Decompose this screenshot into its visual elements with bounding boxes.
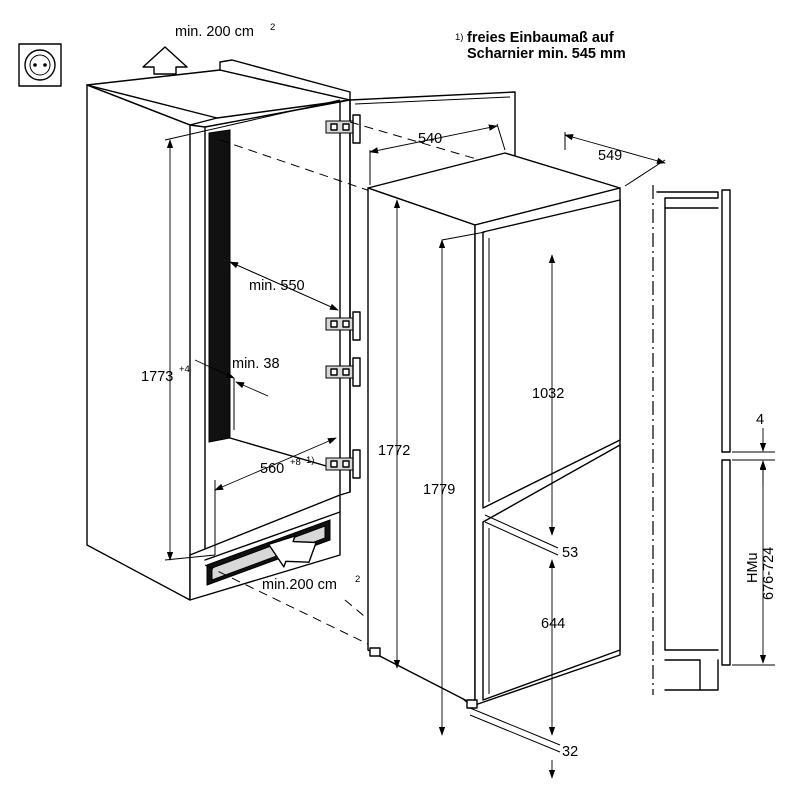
footnote-line-2: Scharnier min. 545 mm [467, 46, 626, 62]
power-socket-icon [18, 43, 62, 87]
appliance-depth-dimension-line [564, 134, 666, 164]
niche-width-note: 1) [306, 455, 314, 466]
bottom-ventilation-arrow-icon [267, 535, 317, 568]
bottom-ventilation-label: min.200 cm [262, 577, 337, 593]
niche-gap-arrow-left [194, 359, 235, 379]
fridge-appliance [367, 152, 621, 709]
hmu-label: HMu [745, 552, 761, 583]
hinge-mid-upper-icon [325, 311, 361, 341]
niche-width-label: 560 [260, 461, 284, 477]
footnote-marker: 1) [455, 32, 463, 43]
bottom-ventilation-exponent: 2 [355, 574, 360, 585]
hinge-top-icon [325, 114, 361, 144]
niche-width-dimension-line [214, 437, 337, 491]
appliance-body-height-label: 1772 [378, 443, 410, 459]
appliance-depth-label: 549 [598, 148, 622, 164]
appliance-width-label: 540 [418, 131, 442, 147]
appliance-width-dimension-line [369, 124, 498, 154]
niche-gap-label: min. 38 [232, 356, 280, 372]
footnote-line-1: freies Einbaumaß auf [467, 30, 614, 46]
top-ventilation-exponent: 2 [270, 22, 275, 33]
lower-door-label: 644 [541, 616, 565, 632]
niche-gap-arrow-right [235, 381, 269, 397]
bottom-gap-label: 32 [562, 744, 578, 760]
niche-height-tolerance: +4 [179, 364, 190, 375]
top-ventilation-label: min. 200 cm [175, 24, 254, 40]
cabinet-niche [86, 59, 351, 601]
door-gap-label: 53 [562, 545, 578, 561]
niche-depth-label: min. 550 [249, 278, 305, 294]
hmu-range-label: 676-724 [761, 547, 777, 600]
side-section-view [652, 185, 731, 695]
top-gap-label: 4 [756, 412, 764, 428]
upper-door-label: 1032 [532, 386, 564, 402]
niche-width-tolerance: +8 [290, 457, 301, 468]
appliance-total-height-label: 1779 [423, 482, 455, 498]
top-ventilation-arrow-icon [142, 46, 188, 75]
niche-height-label: 1773 [141, 369, 173, 385]
hinge-mid-lower-icon [325, 357, 361, 387]
